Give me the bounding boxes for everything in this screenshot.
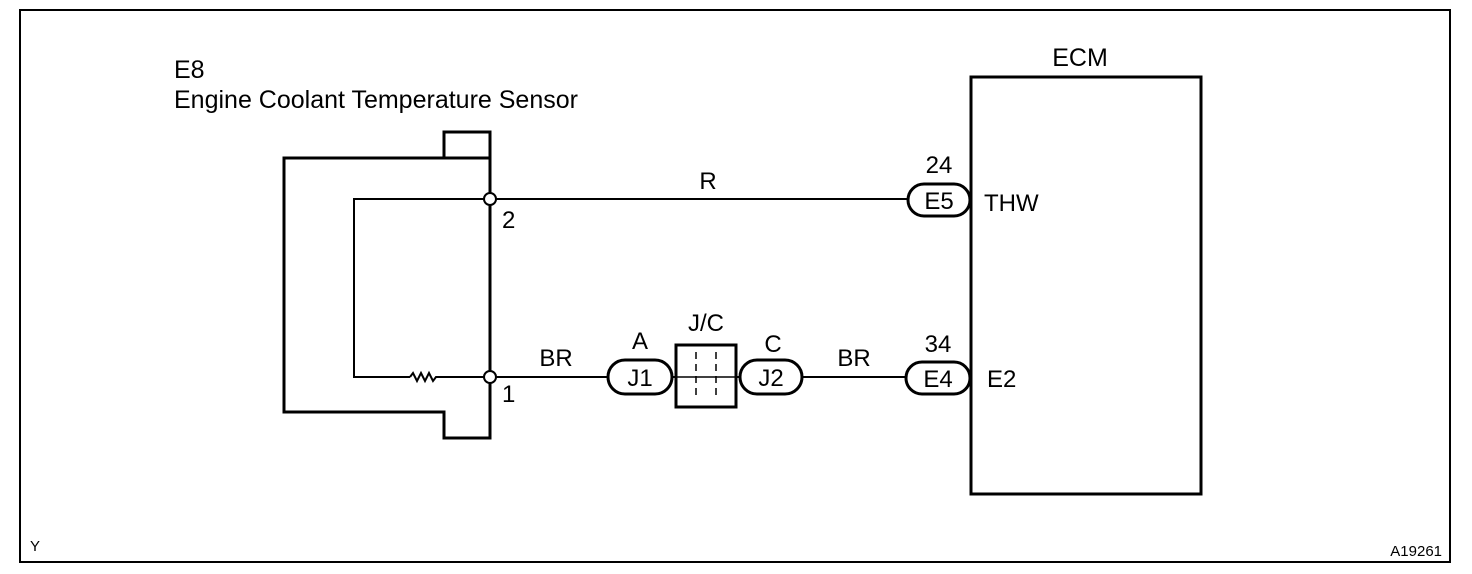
connector-j2-label: J2 [758,365,783,392]
connector-e5-label: E5 [924,188,953,215]
signal-thw-label: THW [984,190,1039,217]
thermistor-symbol [409,370,490,384]
wire-bottom-right-color: BR [837,345,870,372]
connector-e5 [906,182,972,218]
connector-e4 [904,360,972,396]
corner-left-label: Y [30,538,40,555]
figure-id-label: A19261 [1390,543,1442,560]
terminal-1-circle [483,370,497,384]
terminal-1-label: 1 [502,381,515,408]
port-c-label: C [764,331,781,358]
pin-34-label: 34 [925,331,952,358]
sensor-internal-wire [353,198,490,378]
connector-j1-label: J1 [627,365,652,392]
ecm-label: ECM [1052,44,1108,72]
terminal-2-circle [483,192,497,206]
wire-top-color: R [699,168,716,195]
pin-24-label: 24 [926,152,953,179]
diagram-frame [19,9,1451,563]
sensor-housing [282,130,492,440]
connector-e4-label: E4 [923,366,952,393]
junction-label: J/C [688,310,724,337]
sensor-name: Engine Coolant Temperature Sensor [174,86,578,114]
sensor-code: E8 [174,56,205,84]
wire-bottom-left-color: BR [539,345,572,372]
junction-box [674,343,738,409]
ecm-box [969,75,1203,496]
signal-e2-label: E2 [987,366,1016,393]
connector-j1 [606,358,674,396]
port-a-label: A [632,328,648,355]
terminal-2-label: 2 [502,207,515,234]
connector-j2 [738,358,804,396]
